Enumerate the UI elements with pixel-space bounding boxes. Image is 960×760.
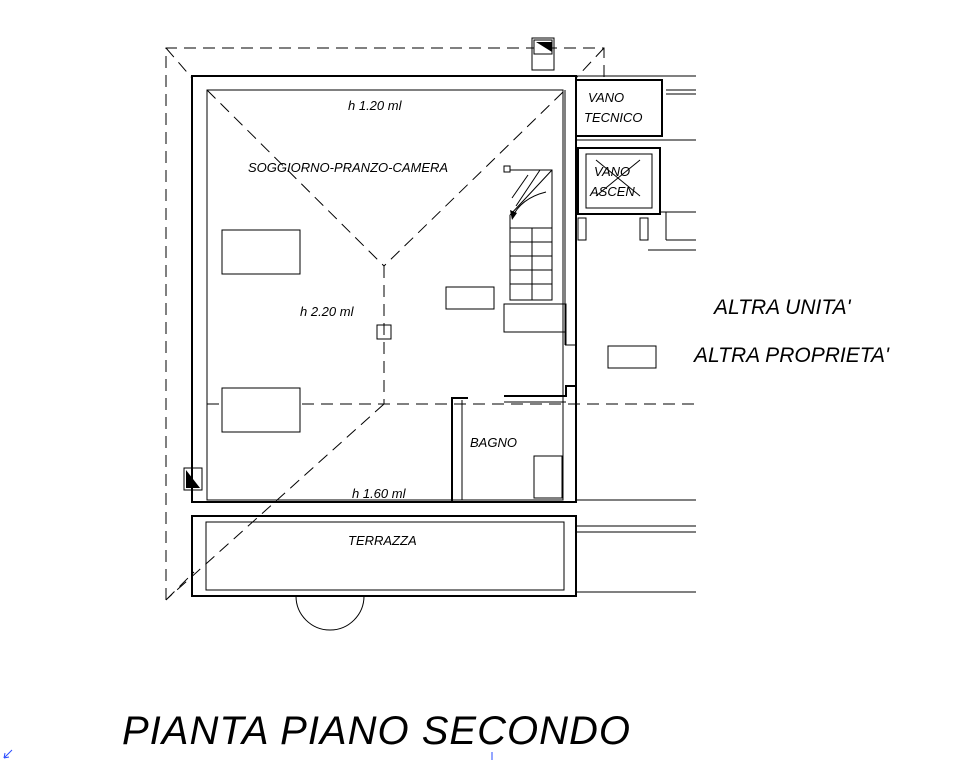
room-label-technical-2: TECNICO — [584, 110, 643, 125]
room-label-elevator-1: VANO — [594, 164, 630, 179]
height-label-top: h 1.20 ml — [348, 98, 403, 113]
height-label-middle: h 2.20 ml — [300, 304, 355, 319]
room-label-elevator-2: ASCEN — [589, 184, 635, 199]
skylights — [221, 229, 657, 433]
roof-outline — [165, 47, 605, 601]
staircase — [503, 165, 576, 346]
room-label-technical-1: VANO — [588, 90, 624, 105]
room-label-bathroom: BAGNO — [470, 435, 517, 450]
skylight-1 — [221, 229, 301, 275]
room-label-living: SOGGIORNO-PRANZO-CAMERA — [248, 160, 448, 175]
terrace — [191, 515, 696, 631]
neighbor-label-other-unit: ALTRA UNITA' — [712, 296, 852, 319]
room-label-terrace: TERRAZZA — [348, 533, 417, 548]
corner-marks — [3, 749, 493, 760]
chimney-marker-top — [531, 37, 555, 71]
skylight-3 — [445, 286, 495, 310]
neighbor-label-other-property: ALTRA PROPRIETA' — [692, 344, 890, 367]
skylight-4 — [607, 345, 657, 369]
plan-title: PIANTA PIANO SECONDO — [122, 709, 631, 753]
walls — [191, 75, 696, 503]
bathroom — [451, 385, 576, 502]
skylight-2 — [221, 387, 301, 433]
elevator-shaft — [577, 147, 661, 241]
technical-room — [575, 79, 663, 137]
height-label-bottom: h 1.60 ml — [352, 486, 407, 501]
